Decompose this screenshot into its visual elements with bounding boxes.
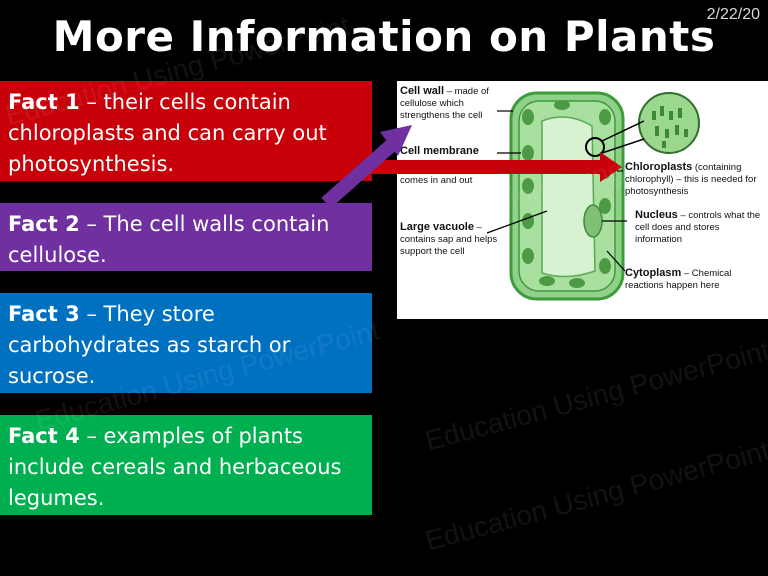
fact-2-box: Fact 2 – The cell walls contain cellulos… xyxy=(0,203,372,271)
fact-4-text: – examples of plants include cereals and… xyxy=(8,424,342,510)
fact-1-box: Fact 1 – their cells contain chloroplast… xyxy=(0,81,372,181)
fact-2-text: – The cell walls contain cellulose. xyxy=(8,212,330,267)
slide-date: 2/22/20 xyxy=(706,6,760,23)
watermark-4: Education Using PowerPoint xyxy=(421,334,768,457)
fact-3-text: – They store carbohydrates as starch or … xyxy=(8,302,291,388)
chloroplasts-label: Chloroplasts (containing chlorophyll) – … xyxy=(625,161,757,197)
chloroplast-group xyxy=(522,100,611,288)
cell-membrane-label: Cell membrane xyxy=(400,145,479,157)
magnified-chloroplast xyxy=(638,92,700,154)
plant-cell-illustration xyxy=(486,91,700,301)
fact-4-label: Fact 4 xyxy=(8,424,80,448)
cell-membrane-desc: comes in and out xyxy=(400,175,473,186)
slide-title: More Information on Plants xyxy=(52,12,716,61)
cytoplasm-label: Cytoplasm – Chemical reactions happen he… xyxy=(625,267,732,291)
fact-4-box: Fact 4 – examples of plants include cere… xyxy=(0,415,372,515)
chloroplast-highlight xyxy=(585,137,605,157)
nucleus-shape xyxy=(583,204,603,238)
fact-3-box: Fact 3 – They store carbohydrates as sta… xyxy=(0,293,372,393)
fact-1-text: – their cells contain chloroplasts and c… xyxy=(8,90,327,176)
fact-3-label: Fact 3 xyxy=(8,302,80,326)
cell-wall-label: Cell wall – made of cellulose which stre… xyxy=(400,85,489,121)
plant-cell-diagram: Cell wall – made of cellulose which stre… xyxy=(397,81,768,319)
large-vacuole-label: Large vacuole – contains sap and helps s… xyxy=(400,221,498,257)
nucleus-label: Nucleus – controls what the cell does an… xyxy=(635,209,761,245)
vacuole-shape xyxy=(541,116,596,278)
magnified-chloroplast-grana xyxy=(652,106,688,148)
watermark-5: Education Using PowerPoint xyxy=(421,434,768,557)
fact-2-label: Fact 2 xyxy=(8,212,80,236)
fact-1-label: Fact 1 xyxy=(8,90,80,114)
